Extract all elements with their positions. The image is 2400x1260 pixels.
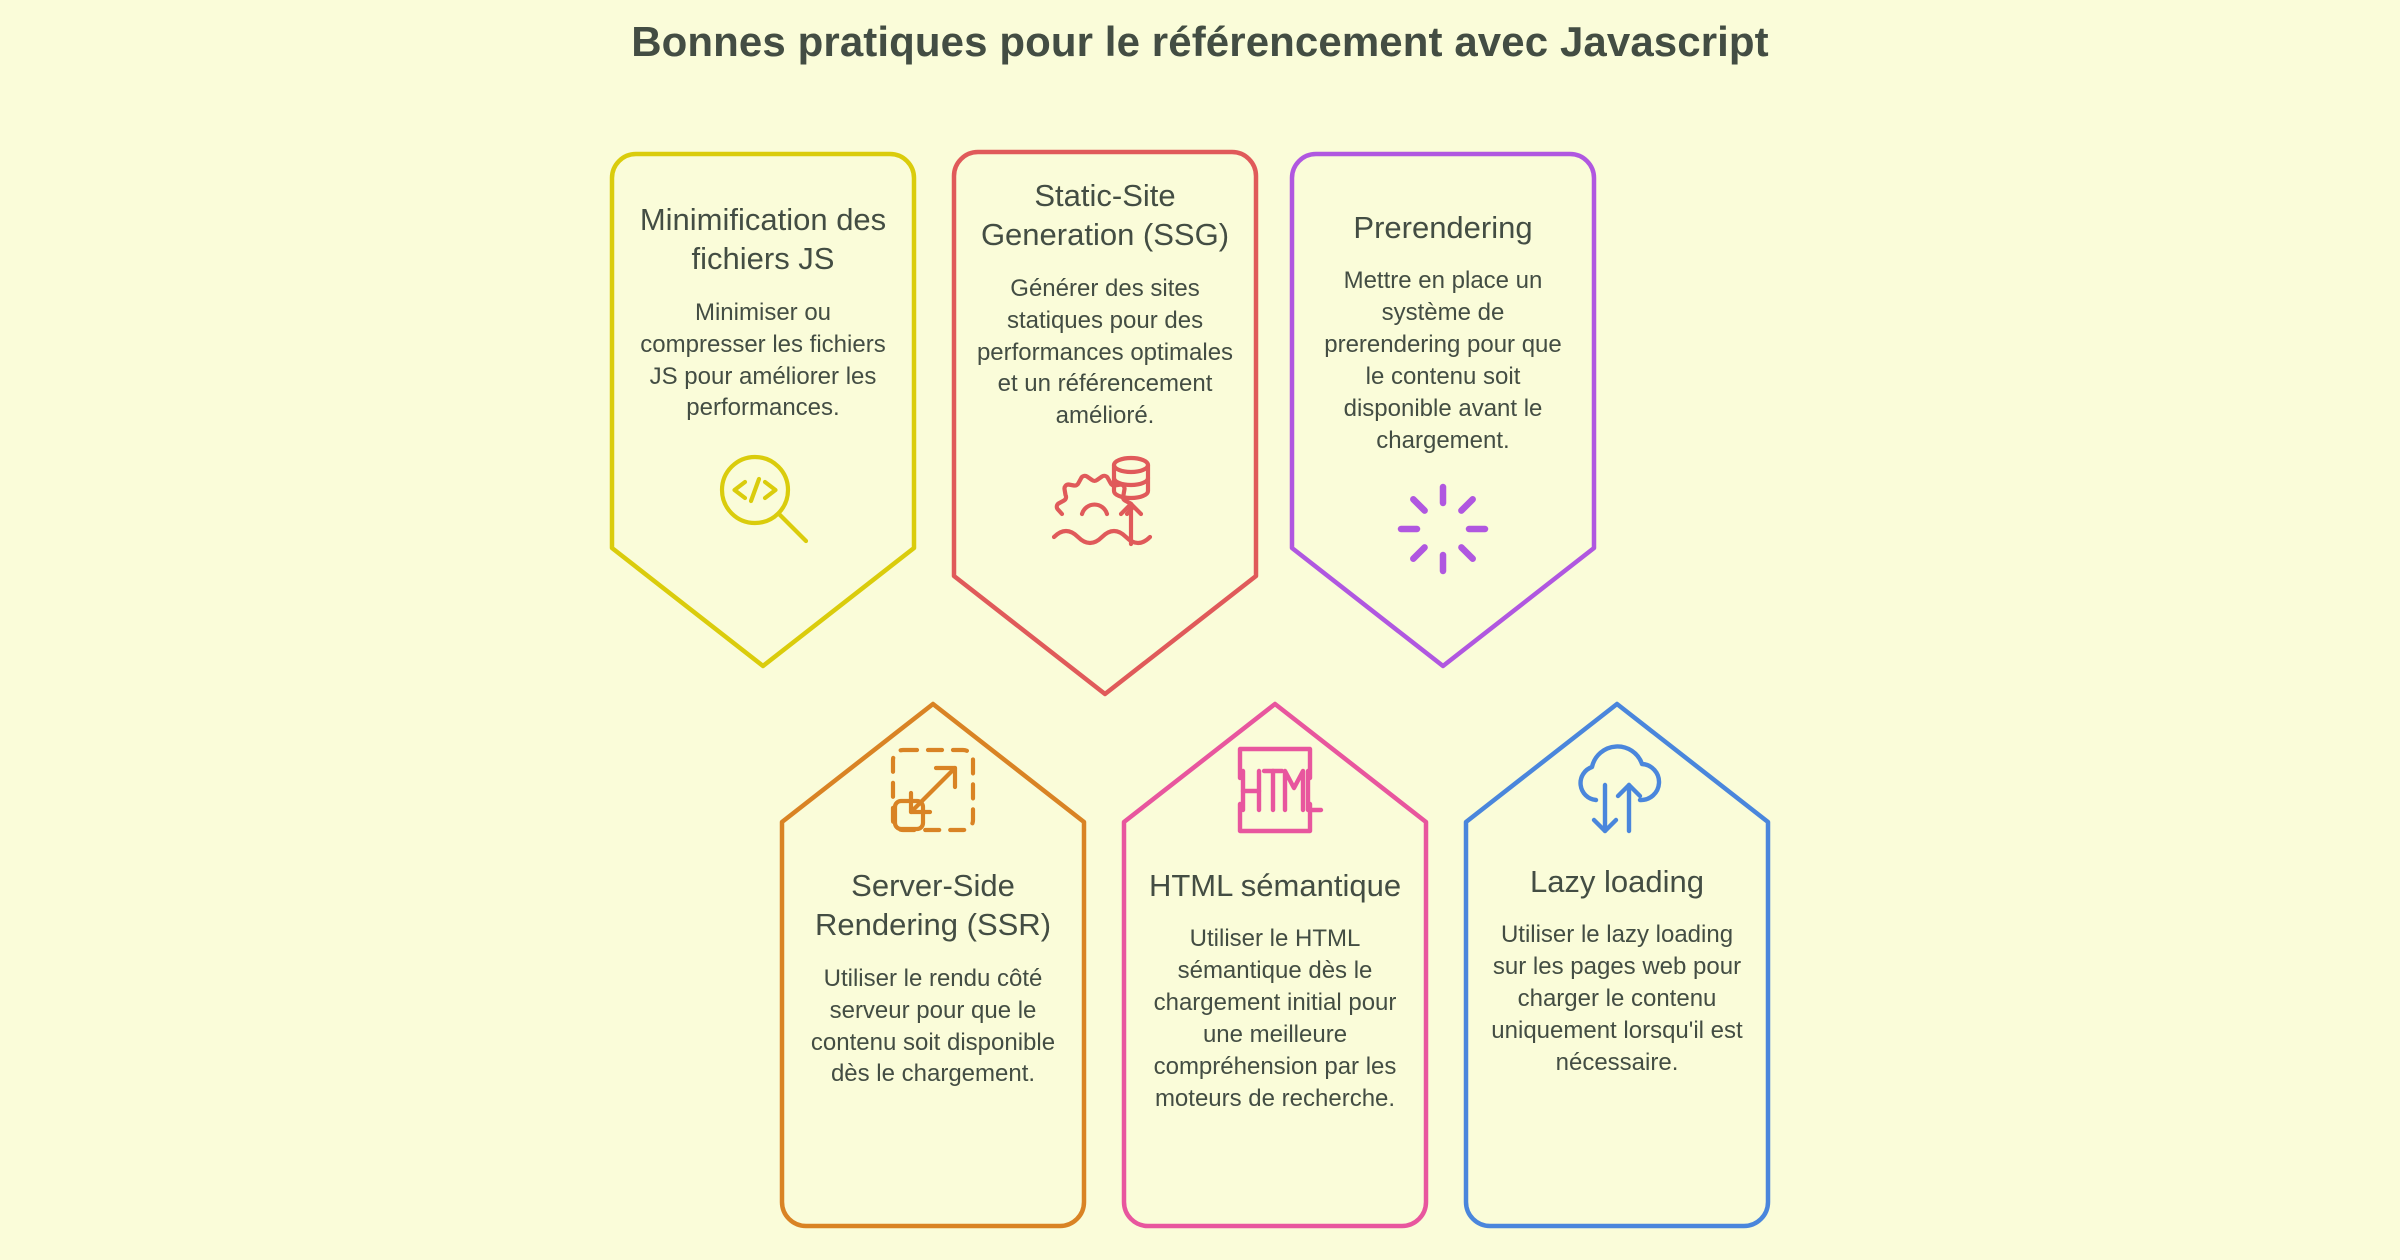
card-title: Server-Side Rendering (SSR) — [814, 868, 1052, 943]
html-tag-icon — [1223, 738, 1327, 842]
card-minification[interactable]: Minimification des fichiers JS Minimiser… — [608, 150, 918, 670]
card-semantic-html[interactable]: HTML sémantique Utiliser le HTML sémanti… — [1120, 700, 1430, 1230]
card-outline-lazy-loading — [1462, 700, 1772, 1230]
card-lazy-loading[interactable]: Lazy loading Utiliser le lazy loading su… — [1462, 700, 1772, 1230]
card-title: Minimification des fichiers JS — [639, 202, 887, 277]
code-search-icon — [711, 446, 815, 550]
card-description: Utiliser le rendu côté serveur pour que … — [810, 964, 1056, 1088]
card-title: Prerendering — [1353, 210, 1533, 245]
card-title: HTML sémantique — [1148, 868, 1402, 903]
database-gear-waves-icon — [1049, 452, 1161, 556]
card-description: Mettre en place un système de prerenderi… — [1324, 267, 1562, 454]
card-description: Générer des sites statiques pour des per… — [976, 274, 1234, 430]
card-outline-minification — [608, 150, 918, 670]
card-description: Utiliser le HTML sémantique dès le charg… — [1153, 925, 1397, 1112]
card-description: Utiliser le lazy loading sur les pages w… — [1491, 921, 1743, 1076]
card-ssg[interactable]: Static-Site Generation (SSG) Générer des… — [950, 148, 1260, 698]
loading-spinner-icon — [1395, 481, 1491, 577]
card-outline-semantic-html — [1120, 700, 1430, 1230]
card-outline-ssg — [950, 148, 1260, 698]
card-outline-ssr — [778, 700, 1088, 1230]
page-title: Bonnes pratiques pour le référencement a… — [631, 18, 1769, 65]
card-ssr[interactable]: Server-Side Rendering (SSR) Utiliser le … — [778, 700, 1088, 1230]
expand-arrows-icon — [881, 738, 985, 842]
card-prerendering[interactable]: Prerendering Mettre en place un système … — [1288, 150, 1598, 670]
card-outline-prerendering — [1288, 150, 1598, 670]
card-title: Lazy loading — [1529, 864, 1705, 899]
card-description: Minimiser ou compresser les fichiers JS … — [640, 298, 886, 422]
card-title: Static-Site Generation (SSG) — [980, 178, 1230, 253]
cloud-sync-icon — [1565, 738, 1669, 838]
